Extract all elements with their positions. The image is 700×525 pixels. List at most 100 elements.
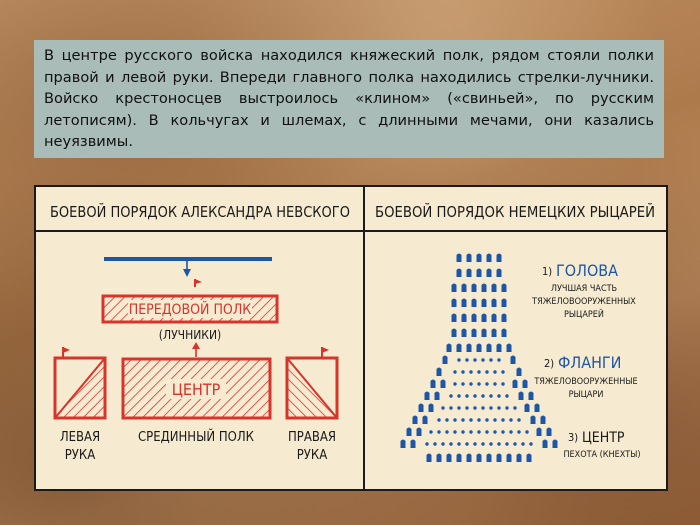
- knight-icon: [486, 268, 492, 277]
- knight-icon: [524, 403, 530, 412]
- footman-dot: [469, 382, 473, 386]
- footman-dot: [461, 418, 465, 422]
- knight-icon: [506, 343, 512, 352]
- head-desc-2: ТЯЖЕЛОВООРУЖЕННЫХ: [531, 297, 636, 307]
- flanks-desc-1: ТЯЖЕЛОВООРУЖЕННЫЕ: [533, 377, 637, 387]
- left-flag: [63, 347, 70, 353]
- footman-dot: [497, 406, 501, 410]
- knight-icon: [510, 355, 516, 364]
- knight-icon: [516, 453, 522, 462]
- knight-icon: [461, 298, 467, 307]
- footman-dot: [529, 442, 533, 446]
- flanks-label: ФЛАНГИ: [558, 353, 621, 372]
- knight-icon: [436, 453, 442, 462]
- knight-icon: [486, 453, 492, 462]
- footman-dot: [469, 370, 473, 374]
- footman-dot: [497, 442, 501, 446]
- knight-icon: [471, 283, 477, 292]
- footman-dot: [517, 430, 521, 434]
- knight-icon: [471, 328, 477, 337]
- footman-dot: [493, 382, 497, 386]
- footman-dot: [485, 382, 489, 386]
- footman-dot: [501, 430, 505, 434]
- knight-icon: [418, 403, 424, 412]
- footman-dot: [449, 406, 453, 410]
- footman-dot: [489, 406, 493, 410]
- footman-dot: [481, 394, 485, 398]
- footman-dot: [481, 442, 485, 446]
- knight-icon: [442, 355, 448, 364]
- knight-icon: [400, 439, 406, 448]
- knight-icon: [486, 253, 492, 262]
- knight-icon: [426, 453, 432, 462]
- footman-dot: [485, 418, 489, 422]
- footman-dot: [441, 406, 445, 410]
- footman-dot: [477, 430, 481, 434]
- knight-icon: [434, 391, 440, 400]
- footman-dot: [473, 394, 477, 398]
- head-desc-1: ЛУЧШАЯ ЧАСТЬ: [551, 284, 617, 294]
- knight-icon: [491, 313, 497, 322]
- footman-dot: [477, 382, 481, 386]
- footman-dot: [485, 430, 489, 434]
- footman-dot: [453, 370, 457, 374]
- right-hand-diagonal: [286, 357, 338, 419]
- footman-dot: [501, 370, 505, 374]
- knight-icon: [481, 313, 487, 322]
- knight-icon: [466, 343, 472, 352]
- knight-icon: [491, 298, 497, 307]
- footman-dot: [481, 358, 485, 362]
- knight-icon: [496, 253, 502, 262]
- footman-dot: [505, 442, 509, 446]
- footman-dot: [457, 394, 461, 398]
- middle-regiment-label: СРЕДИННЫЙ ПОЛК: [138, 429, 255, 445]
- footman-dot: [497, 358, 501, 362]
- footman-dot: [469, 430, 473, 434]
- knight-icon: [476, 343, 482, 352]
- footman-dot: [457, 442, 461, 446]
- vanguard-label-bg: [128, 300, 252, 318]
- knight-icon: [422, 415, 428, 424]
- battle-diagram: БОЕВОЙ ПОРЯДОК АЛЕКСАНДРА НЕВСКОГО БОЕВО…: [34, 185, 668, 491]
- footman-dot: [461, 382, 465, 386]
- knight-icon: [476, 268, 482, 277]
- knight-icon: [481, 283, 487, 292]
- left-hand-diagonal: [54, 357, 106, 419]
- knight-icon: [461, 283, 467, 292]
- footman-dot: [453, 418, 457, 422]
- left-hand-label-1: ЛЕВАЯ: [60, 430, 100, 445]
- right-hand-label-1: ПРАВАЯ: [288, 430, 336, 445]
- footman-dot: [505, 406, 509, 410]
- footman-dot: [501, 418, 505, 422]
- knight-icon: [501, 298, 507, 307]
- right-panel-title: БОЕВОЙ ПОРЯДОК НЕМЕЦКИХ РЫЦАРЕЙ: [375, 202, 655, 221]
- footman-dot: [437, 418, 441, 422]
- knight-icon: [496, 268, 502, 277]
- knight-icon: [481, 298, 487, 307]
- knight-icon: [496, 343, 502, 352]
- footman-dot: [481, 406, 485, 410]
- knight-icon: [440, 379, 446, 388]
- knight-icon: [540, 415, 546, 424]
- knight-icon: [501, 328, 507, 337]
- center-label: ЦЕНТР: [172, 380, 221, 399]
- knight-icon: [481, 328, 487, 337]
- knight-icon: [456, 453, 462, 462]
- footman-dot: [445, 430, 449, 434]
- footman-dot: [449, 394, 453, 398]
- wedge-center-label: ЦЕНТР: [582, 430, 625, 446]
- knight-icon: [416, 427, 422, 436]
- footman-dot: [473, 406, 477, 410]
- footman-dot: [465, 394, 469, 398]
- footman-dot: [457, 406, 461, 410]
- footman-dot: [505, 394, 509, 398]
- footman-dot: [473, 442, 477, 446]
- footman-dot: [457, 358, 461, 362]
- vanguard-sublabel: (ЛУЧНИКИ): [159, 328, 221, 342]
- knight-icon: [466, 453, 472, 462]
- footman-dot: [493, 370, 497, 374]
- footman-dot: [465, 442, 469, 446]
- footman-dot: [489, 442, 493, 446]
- knight-icon: [424, 391, 430, 400]
- footman-dot: [441, 442, 445, 446]
